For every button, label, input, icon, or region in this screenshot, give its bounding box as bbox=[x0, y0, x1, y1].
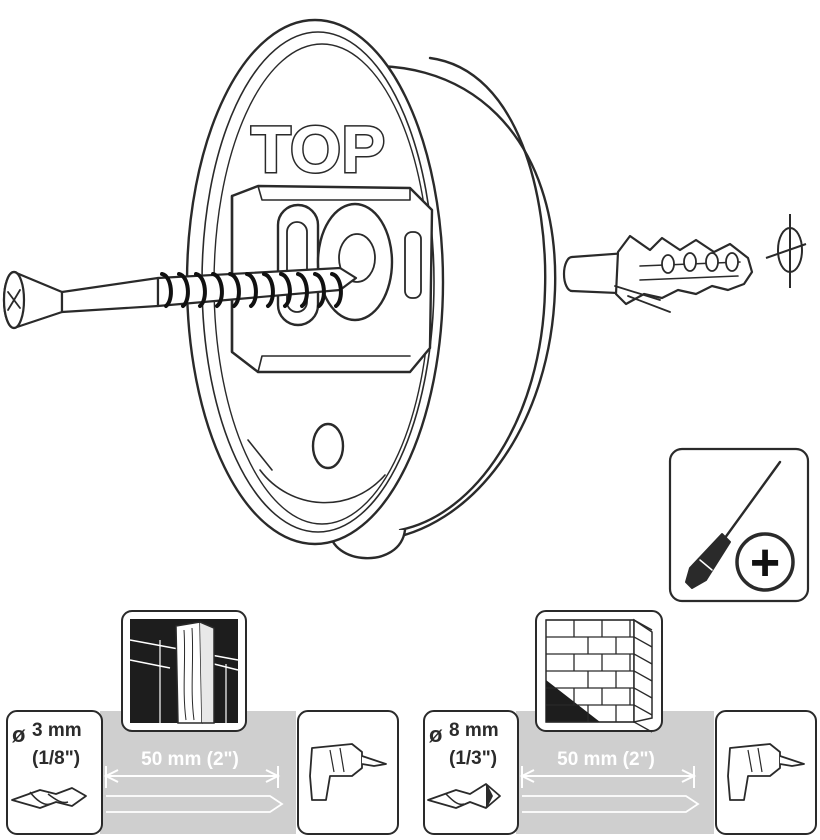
brick-material-icon bbox=[535, 610, 663, 733]
drill-mark-crosshair bbox=[765, 214, 807, 288]
screwdriver-icon bbox=[685, 460, 782, 589]
brick-panel: ø 8 mm (1/3") 50 mm (2") bbox=[423, 610, 817, 835]
drill-depth: 50 mm (2") bbox=[557, 749, 655, 770]
drill-diameter-imperial: (1/3") bbox=[449, 748, 497, 769]
phillips-plus-icon: + bbox=[735, 532, 795, 592]
wall-plug bbox=[562, 234, 754, 313]
drywall-material-icon bbox=[121, 610, 247, 732]
drywall-panel: ø 3 mm (1/8") 50 mm (2") bbox=[6, 610, 399, 835]
drill-depth: 50 mm (2") bbox=[141, 749, 239, 770]
screw-threads bbox=[160, 272, 343, 308]
drill-hole-outline bbox=[522, 795, 700, 813]
top-label: TOP bbox=[251, 112, 385, 186]
drill-diameter: 8 mm bbox=[449, 720, 499, 741]
masonry-drill-bit-icon bbox=[427, 783, 501, 809]
drill-hole-outline bbox=[106, 795, 284, 813]
screwdriver-badge: + bbox=[668, 447, 810, 603]
svg-text:+: + bbox=[750, 534, 780, 592]
depth-arrow bbox=[519, 766, 697, 788]
drill-diameter-imperial: (1/8") bbox=[32, 748, 80, 769]
power-drill-icon bbox=[727, 743, 805, 801]
diameter-symbol: ø bbox=[429, 722, 443, 747]
power-drill-icon bbox=[309, 743, 387, 801]
depth-arrow bbox=[103, 766, 281, 788]
screw bbox=[2, 266, 358, 330]
twist-drill-bit-icon bbox=[11, 787, 87, 809]
diameter-symbol: ø bbox=[12, 722, 26, 747]
drill-diameter: 3 mm bbox=[32, 720, 82, 741]
